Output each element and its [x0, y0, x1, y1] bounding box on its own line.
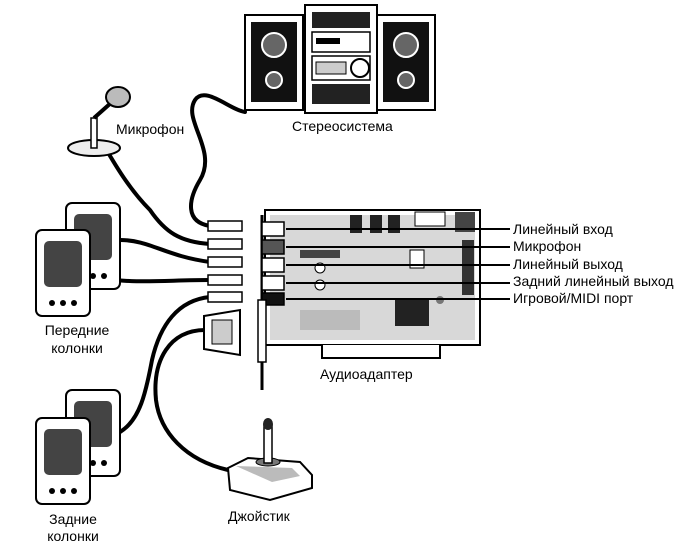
rear-speakers-label-line2: колонки — [47, 528, 99, 544]
port-leader-lines — [286, 228, 510, 300]
audio-adapter-image — [257, 209, 481, 390]
rear-speaker-cable — [118, 295, 212, 434]
cable-plugs — [203, 220, 243, 357]
port-label-line-in: Линейный вход — [513, 221, 613, 237]
front-speakers-label-line1: Передние — [44, 322, 110, 338]
port-label-microphone: Микрофон — [513, 238, 582, 254]
port-label-game-midi: Игровой/MIDI порт — [513, 290, 634, 306]
stereo-cable — [189, 93, 247, 228]
stereo-label: Стереосистема — [292, 118, 393, 134]
port-label-line-out: Линейный выход — [513, 256, 623, 272]
front-speaker-cable-1 — [118, 238, 212, 264]
rear-speakers-image — [35, 389, 121, 505]
microphone-image — [67, 86, 131, 157]
joystick-cable — [153, 328, 230, 472]
port-label-rear-line-out: Задний линейный выход — [513, 273, 674, 289]
joystick-image — [226, 418, 313, 502]
audio-adapter-label: Аудиоадаптер — [320, 366, 413, 382]
front-speakers-label-line2: колонки — [51, 340, 103, 356]
microphone-label: Микрофон — [116, 121, 185, 137]
joystick-label: Джойстик — [228, 508, 290, 524]
front-speakers-image — [35, 202, 121, 317]
rear-speakers-label-line1: Задние — [49, 511, 97, 527]
stereo-system-image — [244, 4, 436, 114]
microphone-cable — [100, 140, 212, 246]
